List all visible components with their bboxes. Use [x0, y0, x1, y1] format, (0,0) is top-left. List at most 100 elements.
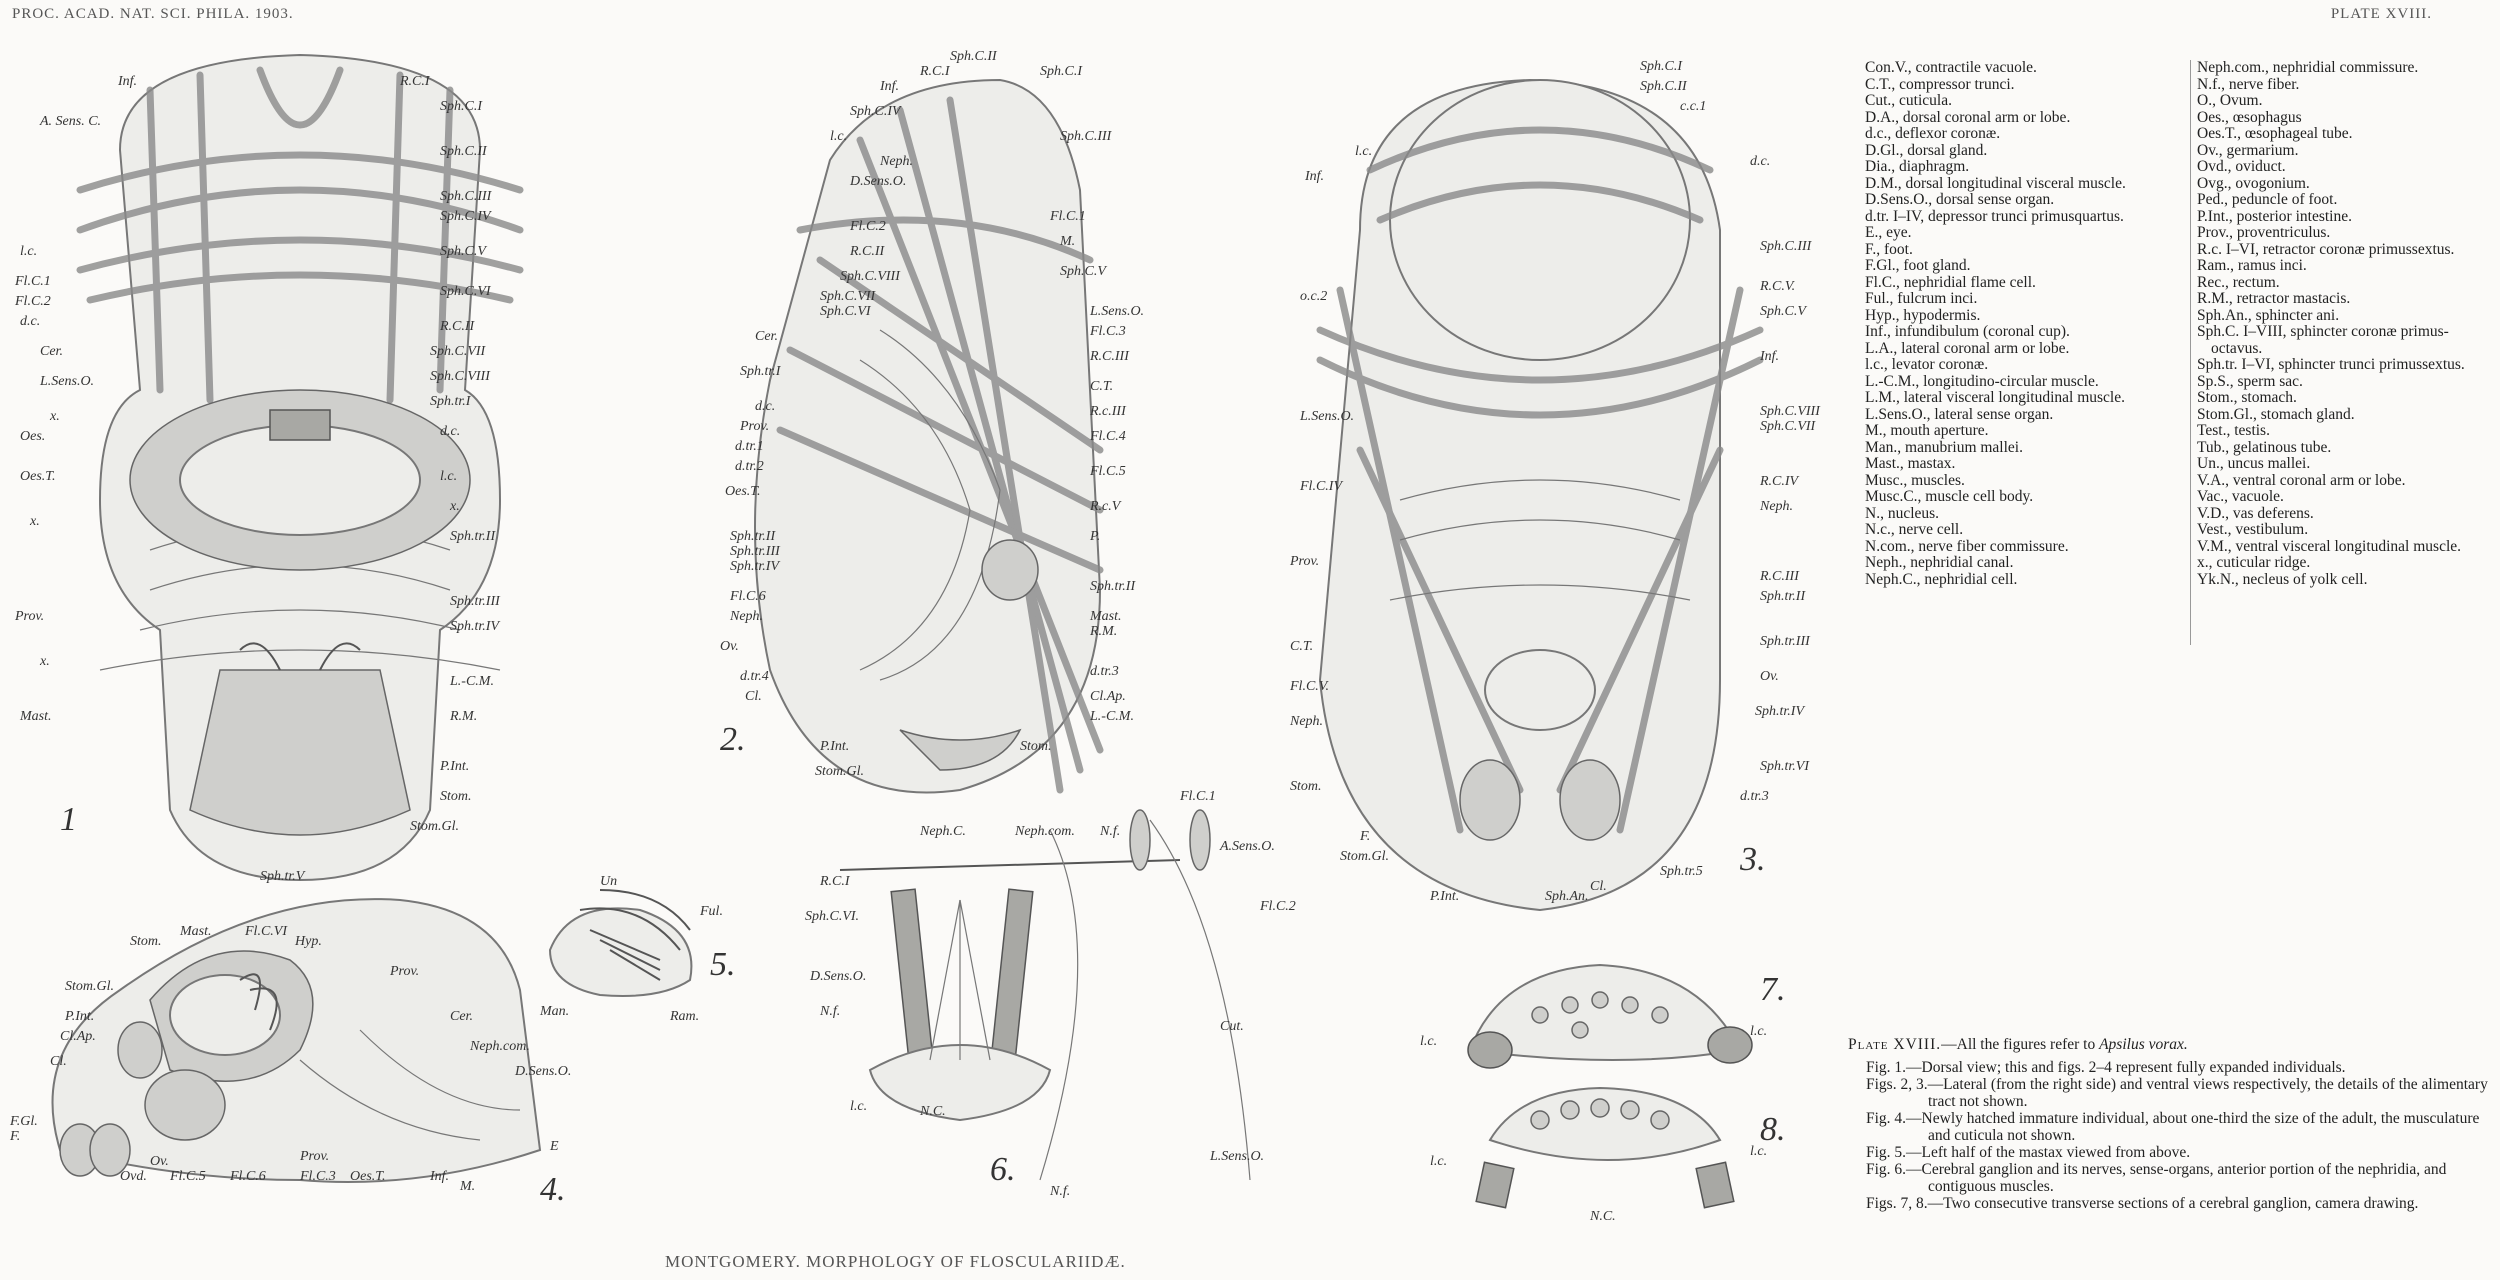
fig8-label: l.c.	[1750, 1144, 1767, 1159]
fig2-label: Sph.tr.III	[730, 544, 781, 559]
legend-entry: Ful., fulcrum inci.	[1865, 290, 1978, 307]
fig1-label: Sph.tr.V	[260, 869, 306, 884]
caption-line: Figs. 2, 3.—Lateral (from the right side…	[1866, 1076, 2488, 1110]
fig1-label: R.M.	[449, 709, 477, 724]
svg-text:2.: 2.	[720, 721, 746, 758]
legend-entry: Cut., cuticula.	[1865, 92, 1952, 109]
legend-entry: Hyp., hypodermis.	[1865, 306, 1981, 324]
fig3-label: Stom.	[1290, 779, 1322, 794]
fig6-label: L.Sens.O.	[1209, 1149, 1264, 1164]
fig4-label: E	[549, 1139, 559, 1154]
caption-species: Apsilus vorax.	[2099, 1036, 2188, 1053]
figure-5: 5.	[548, 889, 736, 997]
legend-entry: Musc.C., muscle cell body.	[1865, 488, 2034, 505]
fig2-label: P.Int.	[819, 739, 849, 754]
legend-entry: Ram., ramus inci.	[2197, 257, 2307, 274]
fig1-label: Sph.C.II	[440, 144, 488, 159]
fig4-label: Fl.C.6	[229, 1169, 266, 1184]
fig2-label: M.	[1059, 234, 1075, 249]
fig2-label: L.Sens.O.	[1089, 304, 1144, 319]
fig3-label: Sph.C.V	[1760, 304, 1807, 319]
legend-entry: Vest., vestibulum.	[2197, 521, 2309, 538]
legend-entry: Con.V., contractile vacuole.	[1865, 59, 2037, 76]
fig4-label: M.	[459, 1179, 475, 1194]
legend-entry: O., Ovum.	[2197, 92, 2263, 109]
fig5-label: Ram.	[669, 1009, 699, 1024]
journal-header: PROC. ACAD. NAT. SCI. PHILA. 1903.	[12, 6, 294, 22]
fig3-label: Sph.tr.5	[1660, 864, 1703, 879]
legend-entry: Neph.com., nephridial commissure.	[2197, 59, 2419, 76]
fig2-label: Fl.C.5	[1089, 464, 1126, 479]
fig1-label: Stom.Gl.	[410, 819, 459, 834]
legend-entry: D.A., dorsal coronal arm or lobe.	[1865, 108, 2071, 126]
plate-caption: Plate XVIII.—All the figures refer to Ap…	[1848, 1036, 2488, 1212]
caption-title: Plate XVIII.—All the figures refer to Ap…	[1848, 1036, 2488, 1053]
fig1-label: Sph.tr.IV	[450, 619, 500, 634]
fig3-label: Sph.C.I	[1640, 59, 1683, 74]
fig1-label: Sph.tr.II	[450, 529, 496, 544]
fig2-label: Sph.C.IV	[850, 104, 902, 119]
figure-7: 7.	[1467, 963, 1786, 1069]
caption-line: Fig. 4.—Newly hatched immature individua…	[1866, 1110, 2480, 1144]
fig3-label: Sph.C.VIII	[1760, 404, 1821, 419]
fig1-label: Cer.	[40, 344, 63, 359]
fig1-label: A. Sens. C.	[39, 114, 101, 129]
fig2-label: Prov.	[739, 419, 769, 434]
legend-entry: Stom., stomach.	[2197, 389, 2297, 406]
caption-line: Fig. 1.—Dorsal view; this and figs. 2–4 …	[1866, 1059, 2346, 1076]
svg-text:1: 1	[60, 801, 77, 838]
fig3-label: F.	[1359, 829, 1370, 844]
fig7-label: l.c.	[1750, 1024, 1767, 1039]
abbreviation-legend-col1: Con.V., contractile vacuole.C.T., compre…	[1865, 59, 2180, 588]
fig3-label: Fl.C.V.	[1289, 679, 1329, 694]
fig2-label: Neph.	[729, 609, 763, 624]
legend-entry: E., eye.	[1865, 224, 1912, 241]
legend-entry: L.A., lateral coronal arm or lobe.	[1865, 339, 2070, 357]
legend-entry: Mast., mastax.	[1865, 455, 1956, 472]
fig2-label: Fl.C.4	[1089, 429, 1126, 444]
svg-text:8.: 8.	[1760, 1111, 1786, 1148]
fig6-label: R.C.I	[819, 874, 851, 889]
fig6-label: N.f.	[819, 1004, 840, 1019]
figure-3: 3.	[1316, 78, 1766, 912]
fig2-label: Cer.	[755, 329, 778, 344]
fig3-label: Ov.	[1760, 669, 1779, 684]
fig8-label: l.c.	[1430, 1154, 1447, 1169]
fig2-label: R.M.	[1089, 624, 1117, 639]
fig6-label: Fl.C.1	[1179, 789, 1216, 804]
fig4-label: Fl.C.5	[169, 1169, 206, 1184]
fig3-label: Sph.tr.III	[1760, 634, 1811, 649]
legend-entry: R.c. I–VI, retractor coronæ primussextus…	[2197, 240, 2455, 258]
legend-entry: N.com., nerve fiber commissure.	[1865, 537, 2069, 555]
caption-line: Figs. 7, 8.—Two consecutive transverse s…	[1866, 1195, 2419, 1212]
fig2-label: R.C.I	[919, 64, 951, 79]
fig4-label: Stom.Gl.	[65, 979, 114, 994]
fig4-label: Stom.	[130, 934, 162, 949]
fig1-label: Sph.C.VIII	[430, 369, 491, 384]
caption-line: Fig. 6.—Cerebral ganglion and its nerves…	[1866, 1161, 2447, 1195]
fig1-label: Sph.C.VII	[430, 344, 487, 359]
fig4-label: Mast.	[179, 924, 212, 939]
fig2-label: L.-C.M.	[1089, 709, 1134, 724]
fig6-label: N.f.	[1099, 824, 1120, 839]
fig2-label: Oes.T.	[725, 484, 761, 499]
fig2-label: Neph.	[879, 154, 913, 169]
fig2-label: Inf.	[879, 79, 899, 94]
fig2-label: P.	[1089, 529, 1100, 544]
legend-entry: N., nucleus.	[1865, 504, 1940, 522]
fig4-label: Fl.C.3	[299, 1169, 336, 1184]
abbreviation-legend-col2: Neph.com., nephridial commissure.N.f., n…	[2190, 59, 2499, 645]
legend-entry: L.M., lateral visceral longitudinal musc…	[1865, 389, 2125, 406]
legend-entry: Neph.C., nephridial cell.	[1865, 570, 2018, 588]
fig3-label: l.c.	[1355, 144, 1372, 159]
fig1-label: Sph.C.I	[440, 99, 483, 114]
legend-entry: Prov., proventriculus.	[2197, 224, 2331, 241]
fig4-label: D.Sens.O.	[514, 1064, 571, 1079]
fig2-label: d.tr.1	[735, 439, 764, 454]
plate-figures: 1 2. 3.	[9, 49, 1821, 1224]
fig2-label: Stom.Gl.	[815, 764, 864, 779]
legend-entry: Man., manubrium mallei.	[1865, 438, 2023, 456]
fig7-label: l.c.	[1420, 1034, 1437, 1049]
fig2-label: Mast.	[1089, 609, 1122, 624]
fig2-label: l.c.	[830, 129, 847, 144]
